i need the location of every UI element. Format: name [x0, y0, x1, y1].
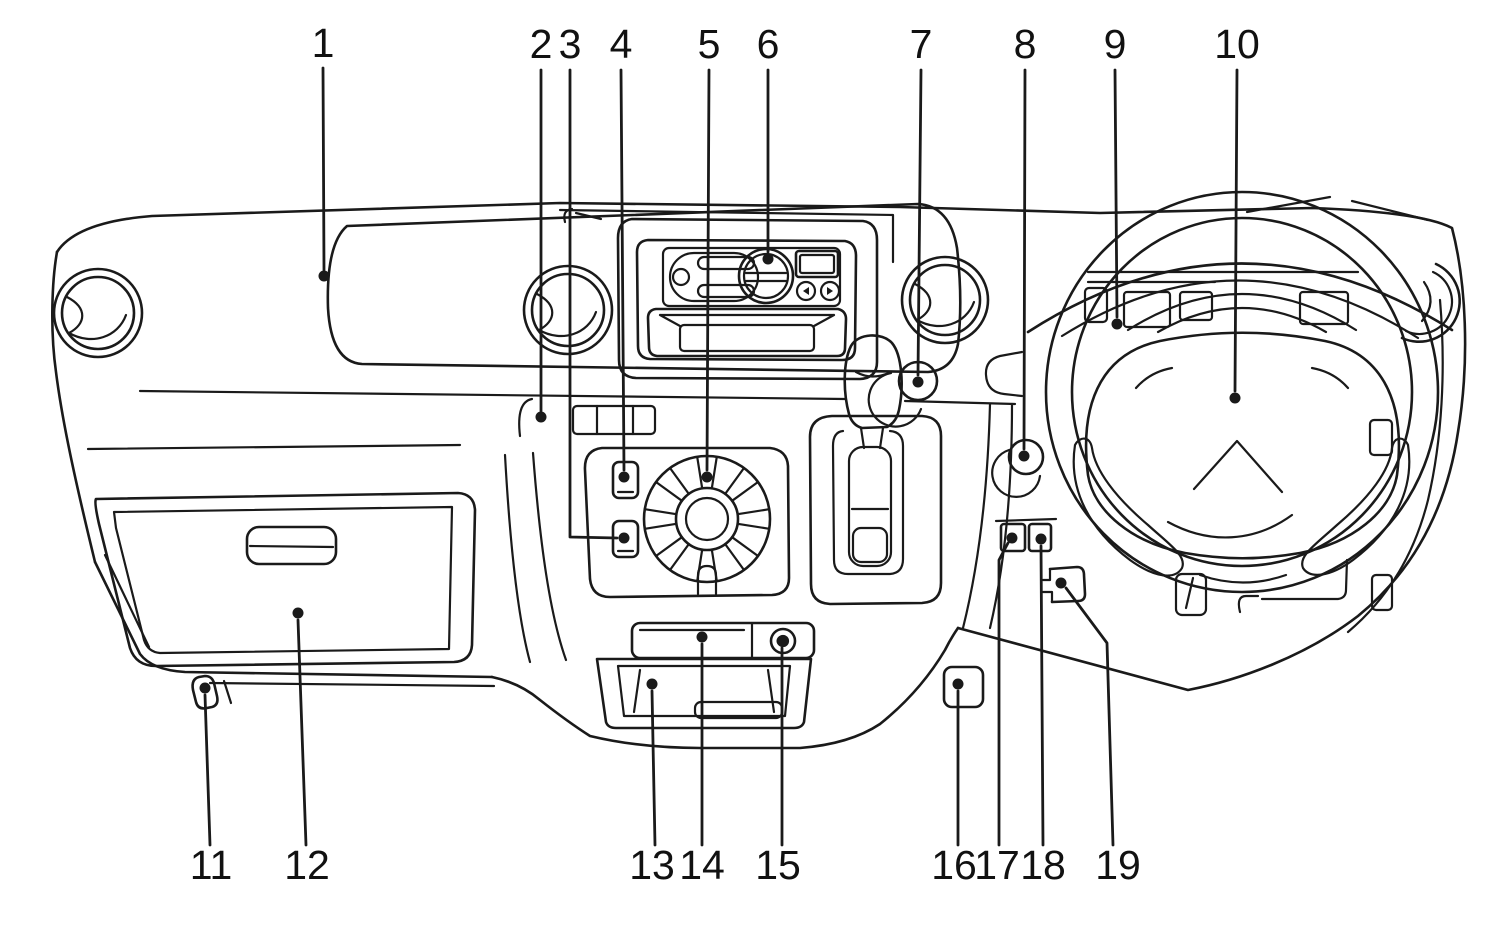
callout-label-13: 13: [629, 842, 675, 888]
radio-small-knob: [671, 267, 691, 287]
callout-dot-19: [1055, 577, 1067, 589]
callout-line-18: [1039, 544, 1045, 847]
callout-line-3: [568, 68, 619, 540]
callout-dot-4: [618, 471, 630, 483]
callout-line-12: [296, 618, 308, 847]
callout-dot-13: [646, 678, 658, 690]
dash-seam-panel: [518, 397, 657, 438]
callout-dot-9: [1111, 318, 1123, 330]
callout-line-4: [619, 68, 626, 472]
callout-label-2: 2: [530, 21, 553, 67]
air-vent-center-left: [522, 264, 614, 356]
lower-tray: [595, 657, 813, 730]
callout-dot-3: [618, 532, 630, 544]
small-box-16: [942, 665, 985, 709]
callout-line-11: [203, 693, 212, 847]
callout-label-6: 6: [757, 21, 780, 67]
callout-dot-2: [535, 411, 547, 423]
callout-label-4: 4: [610, 21, 633, 67]
air-vent-left: [52, 267, 144, 359]
callout-dot-11: [199, 682, 211, 694]
callout-dot-18: [1035, 533, 1047, 545]
airbag-pad: [1084, 331, 1401, 560]
radio-seek-left-button: [795, 280, 817, 302]
callout-label-12: 12: [284, 842, 330, 888]
steering-wheel: [1044, 190, 1440, 612]
callout-dot-1: [318, 270, 330, 282]
callout-label-1: 1: [312, 20, 335, 66]
callout-line-7: [916, 68, 923, 377]
callout-label-9: 9: [1104, 21, 1127, 67]
radio-display: [794, 249, 840, 279]
knob-8: [991, 438, 1045, 498]
console-side-lines: [503, 451, 568, 664]
heater-button-4: [611, 460, 640, 500]
glove-box-latch: [191, 674, 233, 710]
radio-seek-right-button: [819, 280, 841, 302]
callout-dot-6: [762, 253, 774, 265]
heater-control-panel: [583, 446, 791, 599]
glove-box-handle: [245, 525, 338, 566]
wiper-stalk: [984, 350, 1024, 398]
callout-dot-8: [1018, 450, 1030, 462]
callout-label-3: 3: [559, 21, 582, 67]
upper-storage-tray: [326, 202, 962, 374]
callout-label-8: 8: [1014, 21, 1037, 67]
callout-label-7: 7: [910, 21, 933, 67]
callout-dot-12: [292, 607, 304, 619]
callout-label-15: 15: [755, 842, 801, 888]
callout-dot-10: [1229, 392, 1241, 404]
callout-line-5: [705, 68, 711, 472]
callout-line-1: [321, 66, 326, 272]
audio-unit: [616, 217, 879, 381]
steering-emblem: [1192, 439, 1284, 494]
callout-label-17: 17: [974, 842, 1020, 888]
callout-label-19: 19: [1095, 842, 1141, 888]
glove-box: [94, 491, 477, 668]
radio-faceplate: [661, 246, 842, 308]
callout-dot-16: [952, 678, 964, 690]
callout-line-13: [650, 689, 657, 847]
callout-line-9: [1113, 68, 1119, 319]
callout-line-19: [1064, 586, 1115, 847]
air-vent-center-right: [900, 255, 990, 345]
callout-line-8: [1022, 68, 1027, 451]
callout-label-14: 14: [679, 842, 725, 888]
callout-dot-7: [912, 376, 924, 388]
gear-shifter: [808, 334, 943, 606]
radio-tuner-oval: [668, 251, 760, 303]
under-dash-brackets: [1174, 558, 1349, 617]
callout-line-10: [1233, 68, 1239, 393]
callout-label-18: 18: [1020, 842, 1066, 888]
callout-dot-14: [696, 631, 708, 643]
callout-dot-17: [1006, 532, 1018, 544]
callout-dot-5: [701, 471, 713, 483]
radio-pocket: [646, 307, 848, 358]
switch-17: [994, 517, 1058, 553]
callout-label-16: 16: [931, 842, 977, 888]
callout-label-10: 10: [1214, 21, 1260, 67]
callout-label-5: 5: [698, 21, 721, 67]
instrument-cluster: [1026, 262, 1454, 340]
radio-volume-knob: [737, 247, 795, 305]
callout-line-17: [997, 541, 1010, 847]
callout-dot-15: [776, 635, 788, 647]
switch-19: [1041, 565, 1087, 604]
callout-label-11: 11: [190, 842, 233, 888]
